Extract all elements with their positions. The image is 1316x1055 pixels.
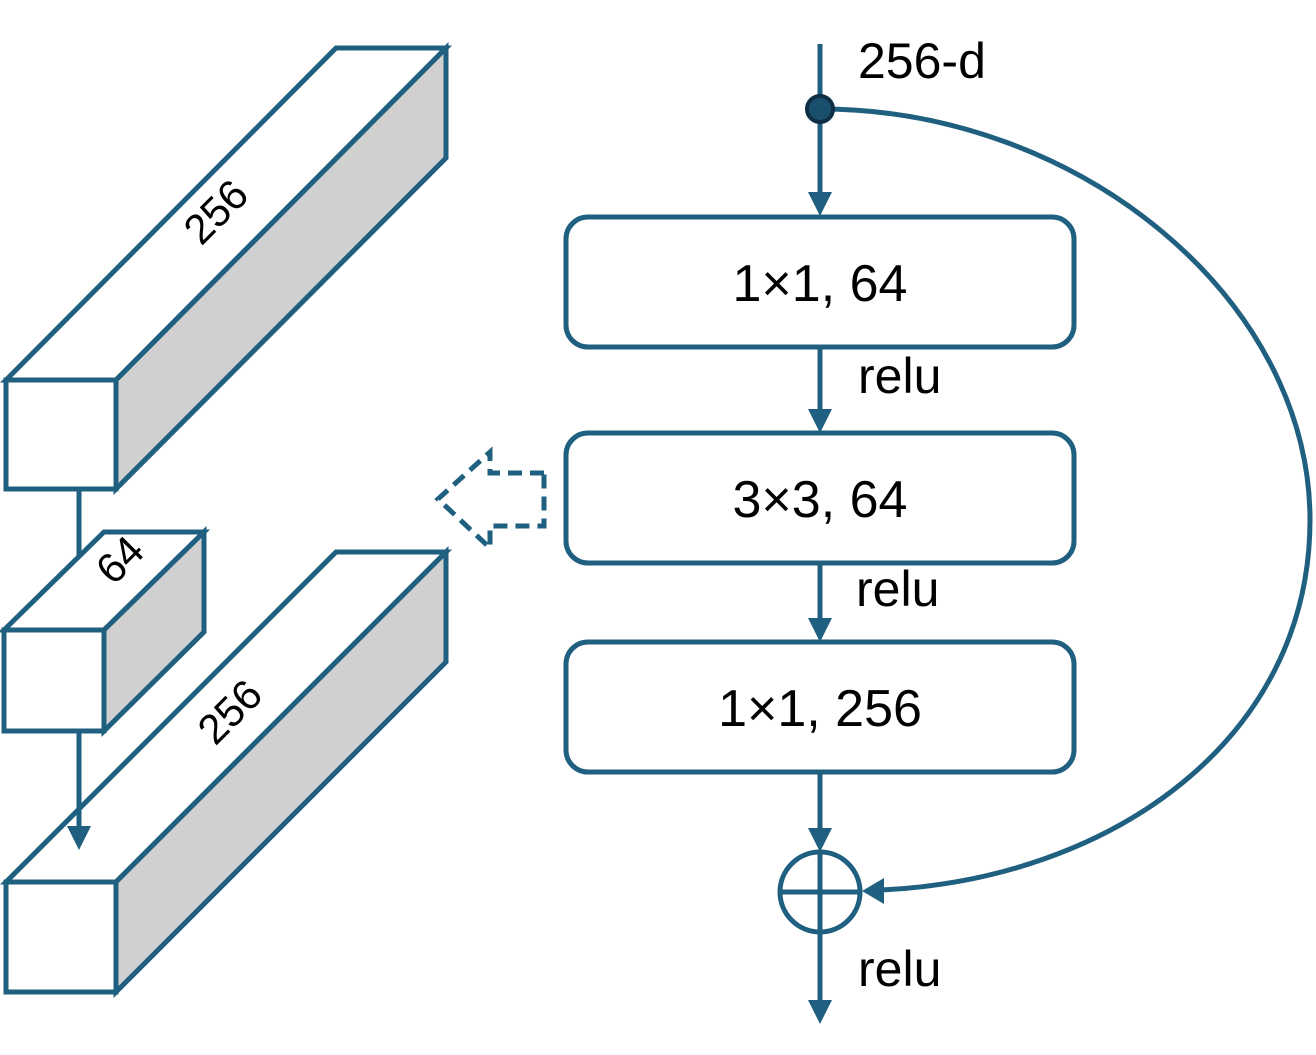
layer-1-label: 1×1, 64 [733, 255, 908, 313]
layer-3-label: 1×1, 256 [718, 680, 922, 738]
tensor-3-front-face [3, 879, 119, 995]
tensor-block-3: 256 [0, 545, 453, 999]
tensor-1-front-face [3, 377, 119, 492]
arrow-2-3-head [808, 618, 832, 642]
output-arrow-head [808, 1000, 832, 1024]
tensor-arrow-2-head [67, 826, 91, 850]
dashed-left-arrow-icon [434, 446, 547, 554]
skip-connection [819, 106, 1313, 893]
input-arrow-head [808, 192, 832, 216]
arrow-3-add-head [808, 828, 832, 852]
circle-plus-icon [777, 849, 863, 935]
relu-label-3: relu [858, 941, 941, 997]
skip-arrow-head [862, 878, 884, 904]
arrow-1-2-head [808, 409, 832, 433]
layer-2-label: 3×3, 64 [733, 471, 908, 529]
relu-label-1: relu [858, 348, 941, 404]
input-dim-label: 256-d [858, 33, 986, 89]
tensor-2-front-face [1, 627, 107, 734]
relu-label-2: relu [856, 561, 939, 617]
tensor-block-2: 64 [0, 526, 211, 737]
tensor-block-1: 256 [0, 41, 453, 496]
branch-point [805, 94, 835, 124]
